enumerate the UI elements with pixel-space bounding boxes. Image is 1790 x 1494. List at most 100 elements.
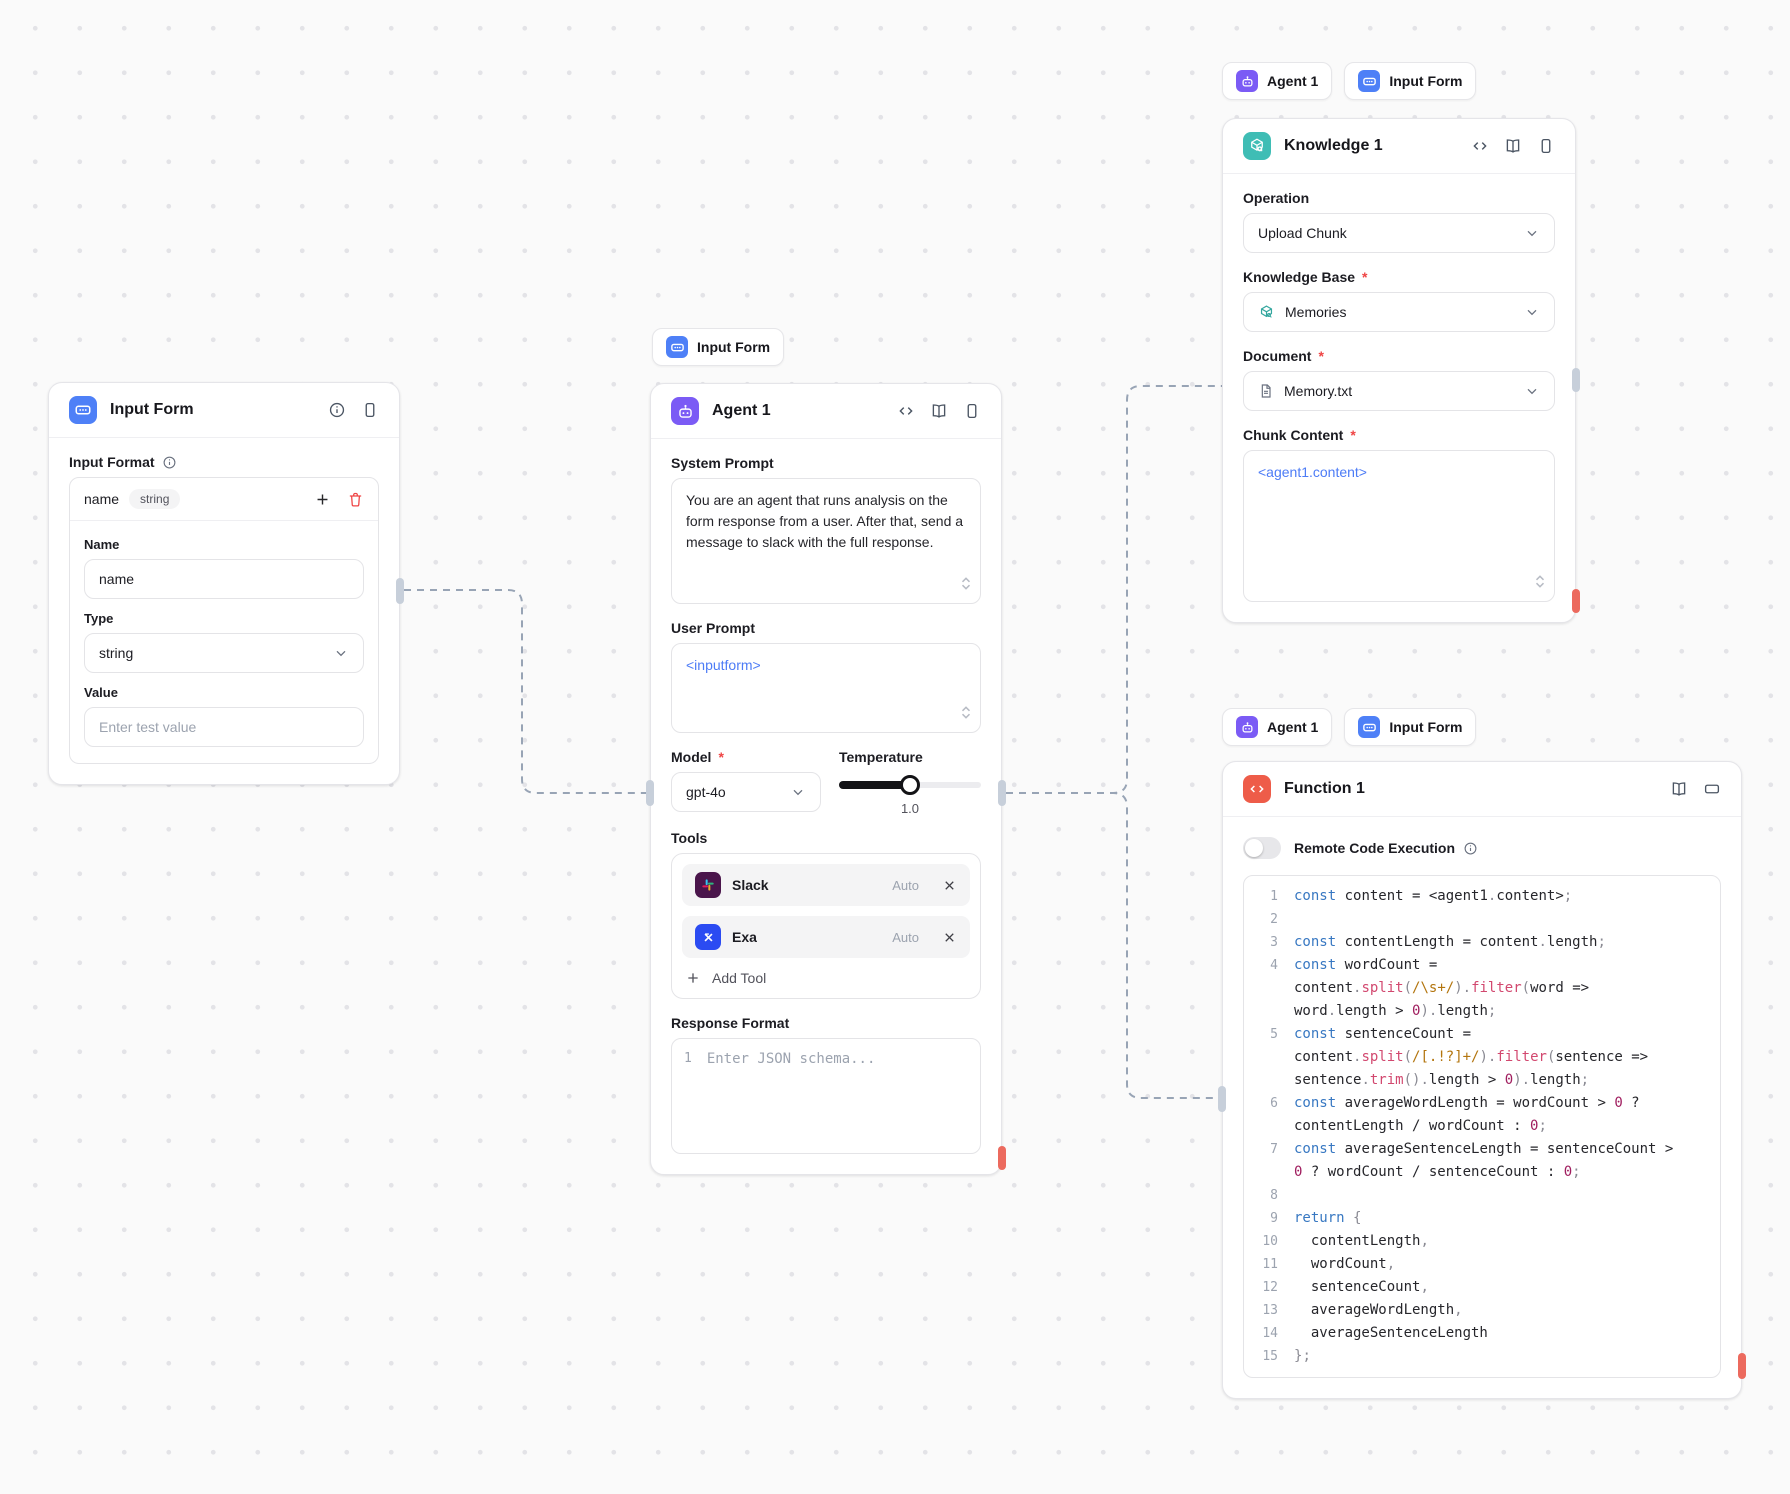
system-prompt-textarea[interactable]: You are an agent that runs analysis on t… [671, 478, 981, 604]
panel-icon[interactable] [1703, 780, 1721, 798]
remove-tool-icon[interactable] [942, 930, 957, 945]
response-format-label: Response Format [671, 1015, 790, 1031]
user-prompt-textarea[interactable]: <inputform> [671, 643, 981, 733]
chevron-down-icon [1527, 230, 1537, 237]
error-handle-knowledge[interactable] [1572, 589, 1580, 613]
code-line[interactable]: 10 contentLength, [1256, 1230, 1708, 1253]
mobile-preview-icon[interactable] [963, 402, 981, 420]
line-number: 10 [1262, 1234, 1278, 1249]
output-handle-knowledge[interactable] [1572, 368, 1580, 392]
model-select[interactable]: gpt-4o [671, 772, 821, 812]
input-form-icon [1358, 716, 1381, 738]
input-format-label: Input Format [69, 454, 379, 470]
code-line[interactable]: 14 averageSentenceLength [1256, 1322, 1708, 1345]
edge-inputform-agent [404, 589, 646, 794]
tool-mode[interactable]: Auto [892, 929, 919, 945]
resize-handle-icon[interactable] [961, 575, 971, 596]
temperature-slider[interactable] [839, 775, 981, 795]
slider-knob[interactable] [900, 775, 920, 795]
chevron-down-icon [1527, 309, 1537, 316]
delete-field-icon[interactable] [347, 491, 364, 508]
tool-mode[interactable]: Auto [892, 877, 919, 893]
chunk-content-textarea[interactable]: <agent1.content> [1243, 450, 1555, 602]
tool-row-slack[interactable]: Slack Auto [682, 864, 970, 906]
remote-code-label: Remote Code Execution [1294, 840, 1478, 856]
agent-icon [671, 397, 699, 425]
code-line[interactable]: 13 averageWordLength, [1256, 1299, 1708, 1322]
line-number: 6 [1270, 1096, 1278, 1111]
knowledge-base-select[interactable]: Memories [1243, 292, 1555, 332]
chip-input-form[interactable]: Input Form [1344, 708, 1477, 746]
info-icon[interactable] [1463, 841, 1478, 856]
info-icon[interactable] [162, 455, 177, 470]
input-handle-function[interactable] [1218, 1086, 1226, 1112]
slack-icon [695, 872, 721, 898]
node-agent[interactable]: Agent 1 System Prompt You are an agent t… [650, 383, 1002, 1175]
chevron-down-icon [336, 650, 346, 657]
add-field-icon[interactable] [314, 491, 331, 508]
add-tool-button[interactable]: Add Tool [682, 958, 970, 988]
docs-book-icon[interactable] [930, 402, 948, 420]
tool-row-exa[interactable]: Exa Auto [682, 916, 970, 958]
code-line[interactable]: 12 sentenceCount, [1256, 1276, 1708, 1299]
remove-tool-icon[interactable] [942, 878, 957, 893]
line-number: 3 [1270, 935, 1278, 950]
mobile-preview-icon[interactable] [1537, 137, 1555, 155]
node-input-form[interactable]: Input Form Input Format name string [48, 382, 400, 785]
operation-label: Operation [1243, 190, 1310, 206]
resize-handle-icon[interactable] [961, 704, 971, 725]
response-format-editor[interactable]: 1 Enter JSON schema... [671, 1038, 981, 1154]
input-handle-agent[interactable] [646, 780, 654, 806]
field-name: name [84, 491, 120, 507]
node-knowledge[interactable]: Knowledge 1 Operation Upload Chunk Knowl… [1222, 118, 1576, 623]
operation-select[interactable]: Upload Chunk [1243, 213, 1555, 253]
chip-input-form[interactable]: Input Form [652, 328, 785, 366]
code-icon[interactable] [897, 402, 915, 420]
code-icon[interactable] [1471, 137, 1489, 155]
line-number: 1 [684, 1051, 692, 1066]
output-handle-agent[interactable] [998, 780, 1006, 806]
info-icon[interactable] [328, 401, 346, 419]
code-line[interactable]: 2 [1256, 908, 1708, 931]
resize-handle-icon[interactable] [1535, 573, 1545, 594]
chip-input-form[interactable]: Input Form [1344, 62, 1477, 100]
name-label: Name [84, 537, 120, 552]
code-line[interactable]: 11 wordCount, [1256, 1253, 1708, 1276]
line-number: 13 [1262, 1303, 1278, 1318]
docs-book-icon[interactable] [1504, 137, 1522, 155]
code-line[interactable]: 8 [1256, 1184, 1708, 1207]
node-title: Function 1 [1284, 780, 1365, 797]
code-line[interactable]: 15}; [1256, 1345, 1708, 1368]
type-select[interactable]: string [84, 633, 364, 673]
chip-agent[interactable]: Agent 1 [1222, 62, 1333, 100]
name-input[interactable]: name [84, 559, 364, 599]
value-input[interactable]: Enter test value [84, 707, 364, 747]
node-title: Agent 1 [712, 402, 771, 419]
line-number: 12 [1262, 1280, 1278, 1295]
mobile-preview-icon[interactable] [361, 401, 379, 419]
line-number: 15 [1262, 1349, 1278, 1364]
agent-icon [1236, 70, 1258, 92]
function-icon [1243, 775, 1271, 803]
line-number: 4 [1270, 958, 1278, 973]
docs-book-icon[interactable] [1670, 780, 1688, 798]
document-icon [1261, 384, 1271, 398]
document-select[interactable]: Memory.txt [1243, 371, 1555, 411]
chip-agent[interactable]: Agent 1 [1222, 708, 1333, 746]
remote-code-toggle[interactable] [1243, 837, 1281, 859]
error-handle-agent[interactable] [998, 1146, 1006, 1170]
field-type-badge: string [129, 489, 181, 509]
error-handle-function[interactable] [1738, 1353, 1746, 1379]
output-handle-input-form[interactable] [396, 578, 404, 604]
